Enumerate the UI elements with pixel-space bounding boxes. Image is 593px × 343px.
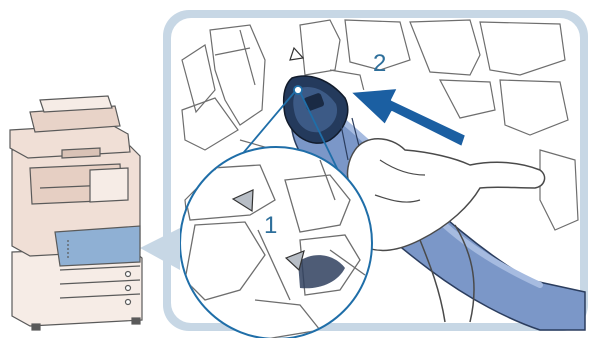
- printer-icon: [10, 96, 180, 330]
- magnified-detail: [180, 147, 372, 338]
- step-number-2: 2: [373, 52, 386, 76]
- step-number-1: 1: [264, 214, 277, 238]
